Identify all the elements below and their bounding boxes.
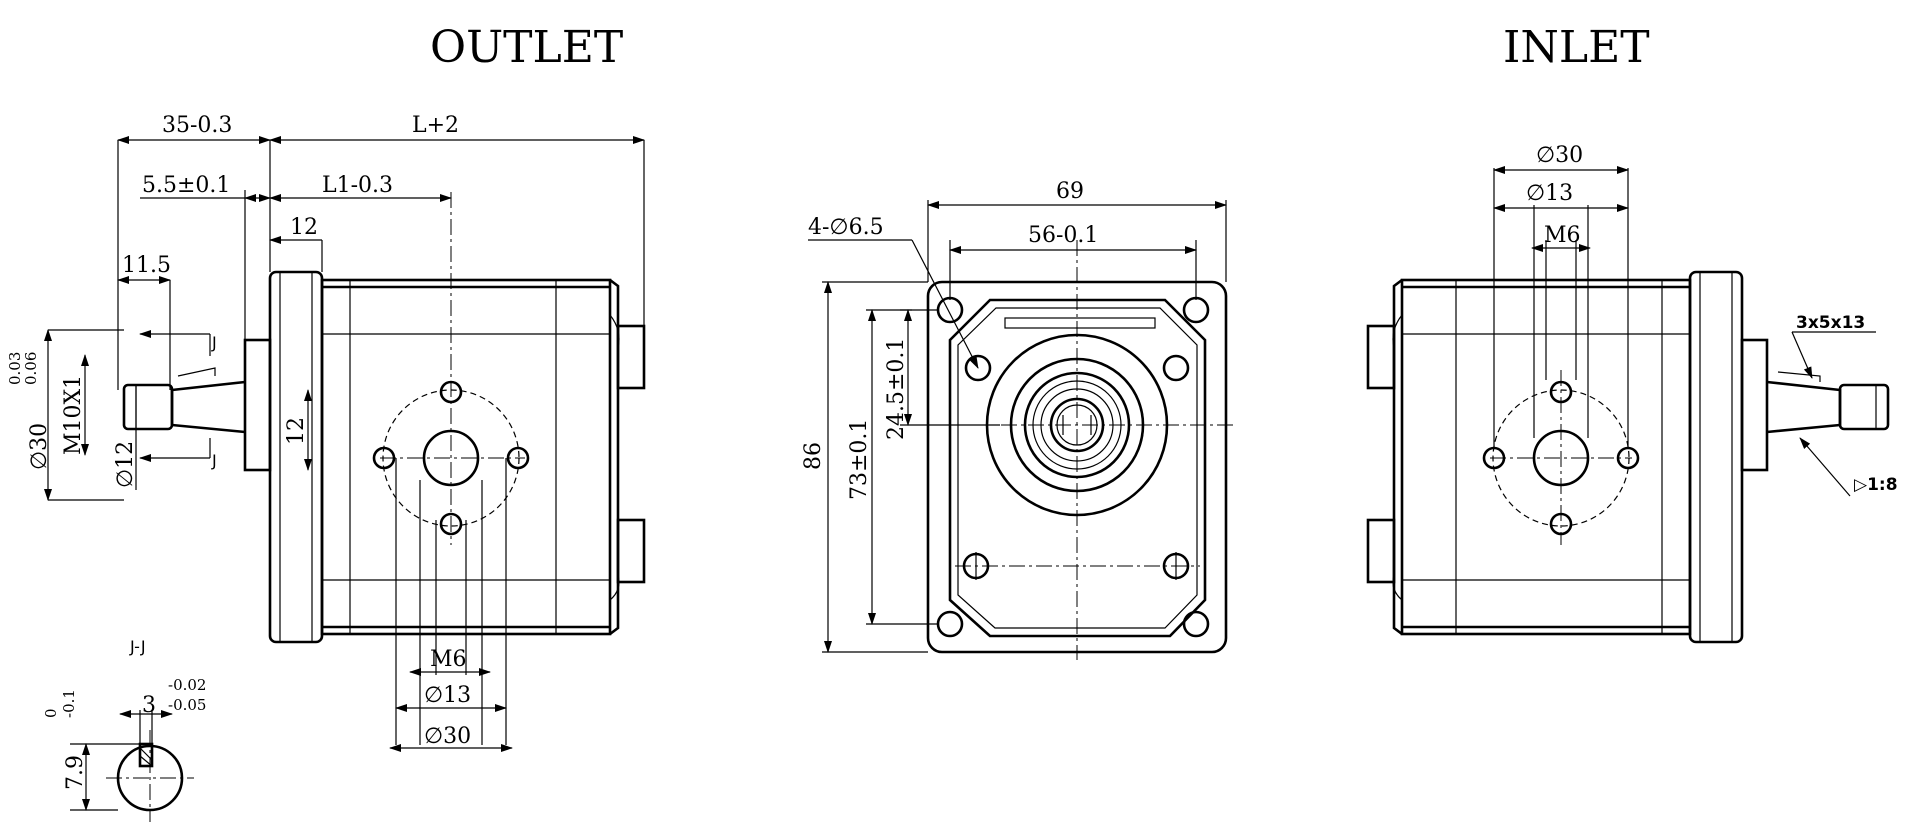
rear-bolt-bottom <box>616 518 646 584</box>
outlet-title: OUTLET <box>430 22 623 73</box>
dim-11-5: 11.5 <box>122 253 171 278</box>
inlet-shaft-thread <box>1838 383 1890 431</box>
dim-5-5: 5.5±0.1 <box>142 173 230 198</box>
inlet-flange <box>1688 270 1744 644</box>
dim-7-9: 7.9 <box>63 755 88 790</box>
outlet-flange <box>268 270 324 644</box>
dim-phi12: ∅12 <box>113 441 138 488</box>
dim-12-side: 12 <box>284 417 309 445</box>
dim-86: 86 <box>801 442 826 470</box>
outlet-bolt-bottom <box>439 512 463 536</box>
front-hole-tl <box>936 296 964 324</box>
front-hole-br <box>1182 610 1210 638</box>
dim-12-top: 12 <box>290 215 318 240</box>
outlet-shaft-thread <box>122 383 174 431</box>
inlet-tapered-shaft <box>1766 380 1842 434</box>
front-stud-tr <box>1162 354 1190 382</box>
tol-3-lower: -0.05 <box>168 696 206 714</box>
section-mark-bottom: J <box>211 451 217 470</box>
dim-24-5: 24.5±0.1 <box>884 338 909 440</box>
dim-69: 69 <box>1056 179 1084 204</box>
dim-73: 73±0.1 <box>847 419 872 500</box>
outlet-shaft-collar <box>243 338 272 472</box>
inlet-dim-taper: ▷1:8 <box>1854 475 1898 495</box>
dim-l: L+2 <box>412 113 459 138</box>
dim-m10: M10X1 <box>61 375 86 455</box>
tol-lower: 0.06 <box>22 352 40 385</box>
inlet-dim-m6: M6 <box>1544 223 1581 248</box>
tol-3-upper: -0.02 <box>168 676 206 694</box>
dim-l1: L1-0.3 <box>322 173 393 198</box>
front-octagon <box>948 298 1207 638</box>
front-view: 69 56-0.1 4-∅6.5 86 73±0.1 24.5±0.1 <box>801 179 1235 660</box>
inlet-title: INLET <box>1503 22 1650 73</box>
outlet-tapered-shaft <box>170 380 246 434</box>
dim-m6: M6 <box>430 647 467 672</box>
tol-minus: -0.1 <box>60 689 78 718</box>
inlet-dim-phi13: ∅13 <box>1526 181 1573 206</box>
dim-phi30-shaft: ∅30 <box>27 423 52 470</box>
dim-holes: 4-∅6.5 <box>808 215 884 240</box>
section-mark-top: J <box>211 333 217 352</box>
dim-phi30-bottom: ∅30 <box>424 724 471 749</box>
front-hole-tr <box>1182 296 1210 324</box>
rear-bolt-top <box>616 324 646 390</box>
section-key <box>138 742 154 768</box>
dim-35: 35-0.3 <box>162 113 232 138</box>
dim-phi13: ∅13 <box>424 683 471 708</box>
inlet-view: ∅30 ∅13 M6 3x5x13 ▷1:8 <box>1366 143 1898 644</box>
tol-0: 0 <box>42 708 60 718</box>
section-jj: J-J 3 -0.02 -0.05 7.9 0 -0.1 <box>42 637 206 822</box>
inlet-dim-phi30: ∅30 <box>1536 143 1583 168</box>
tol-upper: 0.03 <box>6 352 24 385</box>
section-title: J-J <box>129 637 146 656</box>
outlet-view: 35-0.3 L+2 5.5±0.1 L1-0.3 12 11.5 12 J J… <box>6 113 646 752</box>
dim-key-3: 3 <box>142 693 156 718</box>
front-stud-tl <box>964 354 992 382</box>
dim-56: 56-0.1 <box>1028 223 1098 248</box>
inlet-dim-key: 3x5x13 <box>1796 313 1865 333</box>
front-hole-bl <box>936 610 964 638</box>
